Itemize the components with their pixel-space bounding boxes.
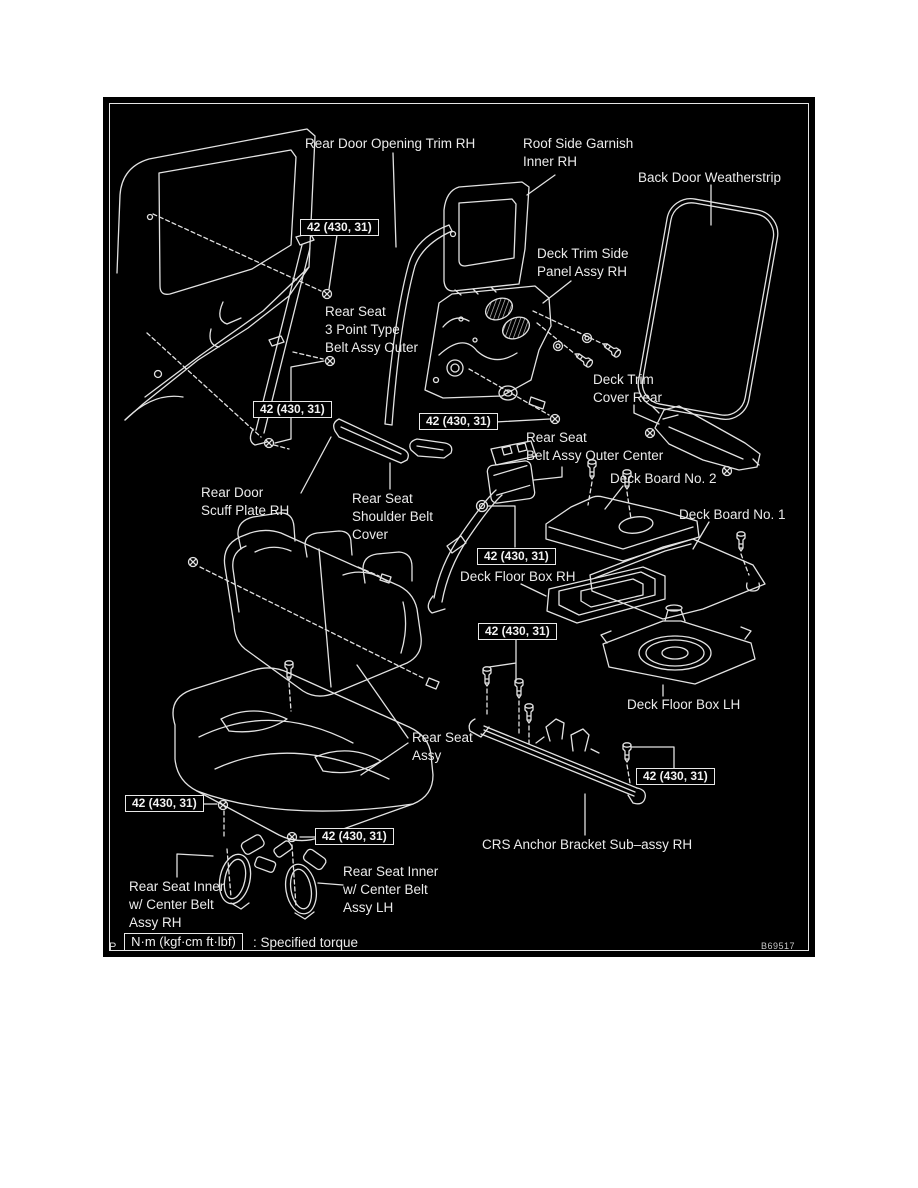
shoulder-belt-cover-drawing — [389, 438, 453, 490]
label-shoulder-belt-cover: Rear Seat Shoulder Belt Cover — [352, 491, 434, 542]
deck-floor-box-rh-drawing — [520, 566, 666, 624]
label-rear-door-opening-trim: Rear Door Opening Trim RH — [305, 136, 476, 151]
deck-trim-cover-rear-drawing — [633, 404, 761, 477]
diagram-frame: Rear Door Opening Trim RH Roof Side Garn… — [103, 97, 815, 957]
page-marker: P — [109, 941, 117, 953]
rear-seat-inner-belt-rh-drawing — [176, 799, 277, 910]
body-quarter-panel-drawing — [116, 128, 338, 450]
back-door-weatherstrip-drawing — [637, 184, 779, 420]
label-rear-seat-inner-rh: Rear Seat Inner w/ Center Belt Assy RH — [129, 879, 225, 930]
rear-door-scuff-plate-drawing — [300, 418, 409, 494]
label-deck-board-no1: Deck Board No. 1 — [679, 507, 786, 522]
deck-floor-box-lh-drawing — [600, 604, 756, 697]
label-deck-trim-cover-rear: Deck Trim Cover Rear — [593, 372, 663, 405]
label-rear-door-scuff-plate: Rear Door Scuff Plate RH — [201, 485, 290, 518]
crs-anchor-bracket-drawing — [468, 639, 675, 836]
exploded-view-art — [116, 128, 779, 920]
torque-callout-box: 42 (430, 31) — [477, 548, 556, 565]
torque-legend-text: : Specified torque — [253, 935, 359, 950]
label-deck-board-no2: Deck Board No. 2 — [610, 471, 717, 486]
belt-assy-outer-center-drawing — [427, 440, 563, 614]
torque-callout-box: 42 (430, 31) — [478, 623, 557, 640]
rear-door-opening-trim-drawing — [384, 152, 453, 426]
torque-callout-box: 42 (430, 31) — [300, 219, 379, 236]
label-deck-floor-box-rh: Deck Floor Box RH — [460, 569, 576, 584]
torque-callout-box: 42 (430, 31) — [253, 401, 332, 418]
deck-board-no2-drawing — [545, 459, 700, 562]
torque-callout-box: 42 (430, 31) — [315, 828, 394, 845]
label-deck-trim-side-panel: Deck Trim Side Panel Assy RH — [537, 246, 629, 279]
label-crs-anchor-bracket: CRS Anchor Bracket Sub–assy RH — [482, 837, 693, 852]
deck-board-no1-drawing — [589, 521, 766, 620]
torque-callout-box: 42 (430, 31) — [419, 413, 498, 430]
rear-seat-assy-drawing — [172, 512, 440, 842]
label-deck-floor-box-lh: Deck Floor Box LH — [627, 697, 741, 712]
label-rear-seat-inner-lh: Rear Seat Inner w/ Center Belt Assy LH — [343, 864, 439, 915]
rear-seat-inner-belt-lh-drawing — [273, 831, 344, 920]
label-rear-seat-3-point-belt: Rear Seat 3 Point Type Belt Assy Outer — [325, 304, 419, 355]
torque-unit-box: N·m (kgf·cm ft·lbf) — [124, 933, 243, 951]
label-roof-side-garnish: Roof Side Garnish Inner RH — [523, 136, 634, 169]
torque-callout-box: 42 (430, 31) — [125, 795, 204, 812]
torque-callout-box: 42 (430, 31) — [636, 768, 715, 785]
label-rear-seat-assy: Rear Seat Assy — [412, 730, 473, 763]
deck-trim-side-panel-drawing — [424, 280, 623, 425]
figure-code: B69517 — [761, 941, 796, 951]
label-back-door-weatherstrip: Back Door Weatherstrip — [638, 170, 782, 185]
label-belt-assy-outer-center: Rear Seat Belt Assy Outer Center — [526, 430, 664, 463]
